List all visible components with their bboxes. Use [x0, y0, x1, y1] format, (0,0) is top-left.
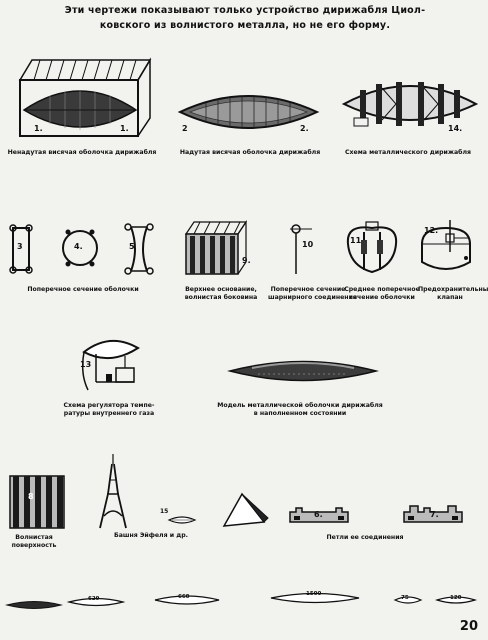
figure-12-caption-line-2: клапан	[437, 293, 463, 301]
figure-14-drawing	[341, 82, 479, 127]
figure-15-label: 15	[160, 508, 169, 515]
eiffel-caption: Башня Эйфеля и др.	[113, 532, 188, 539]
figure-8-caption-line-2: поверхность	[11, 541, 57, 549]
model-caption: Модель металлической оболочки дирижабля …	[200, 402, 400, 417]
figure-15-drawing	[167, 516, 197, 524]
figure-8-caption: Волнистая поверхность	[4, 534, 64, 549]
figure-11-caption-line-1: Среднее поперечное	[344, 286, 420, 293]
figure-11-label: 11	[350, 236, 362, 245]
figure-12-caption: Предохранительный клапан	[418, 286, 488, 301]
figure-13-caption-line-1: Схема регулятора темпе-	[63, 402, 155, 409]
shape-2-drawing	[66, 597, 126, 607]
figure-7-label: 7.	[430, 510, 439, 519]
figure-3-label: 3	[17, 242, 23, 251]
figure-1-caption: Ненадутая висячая оболочка дирижабля	[7, 149, 157, 156]
figure-2-label-a: 2	[182, 124, 188, 133]
figure-10-caption-line-2: шарнирного соединения	[268, 293, 357, 301]
cross-section-caption: Поперечное сечение оболочки	[27, 286, 139, 293]
figure-9-drawing	[184, 220, 248, 275]
figure-14-label: 14.	[448, 124, 463, 133]
figure-1-label-a: 1.	[34, 124, 43, 133]
figure-10-caption-line-1: Поперечное сечение	[270, 286, 346, 293]
shape-3-drawing	[154, 595, 220, 605]
figure-11-caption-line-2: сечение оболочки	[349, 293, 415, 301]
figure-9-caption-line-1: Верхнее основание,	[185, 286, 257, 293]
figure-13-caption: Схема регулятора темпе- ратуры внутренне…	[56, 402, 162, 417]
triangle-prism-drawing	[222, 492, 269, 527]
shape-6-drawing	[435, 596, 477, 604]
eiffel-tower-drawing	[99, 454, 127, 529]
model-envelope-drawing	[227, 360, 379, 382]
figure-13-drawing	[81, 340, 140, 391]
model-caption-line-1: Модель металлической оболочки дирижабля	[217, 402, 383, 409]
title-line-2: ковского из волнистого металла, но не ег…	[99, 20, 391, 31]
figure-8-caption-line-1: Волнистая	[15, 534, 53, 541]
figure-12-drawing	[421, 220, 471, 270]
figure-1-label-b: 1.	[120, 124, 129, 133]
figure-6-drawing	[289, 507, 349, 523]
figure-13-caption-line-2: ратуры внутреннего газа	[63, 409, 155, 417]
shape-5-drawing	[393, 596, 423, 604]
figure-5-label: 5	[129, 242, 135, 251]
figure-9-caption-line-2: волнистая боковина	[184, 293, 258, 301]
figure-12-label: 12.	[424, 226, 439, 235]
figure-1-drawing	[18, 57, 152, 137]
shape-4-drawing	[270, 592, 360, 604]
figure-14-caption: Схема металлического дирижабля	[345, 149, 471, 156]
shape-3-label: 660	[178, 594, 190, 600]
figure-4-drawing	[62, 229, 98, 267]
figure-9-caption: Верхнее основание, волнистая боковина	[176, 286, 266, 301]
shape-6-label: 120	[450, 595, 462, 601]
model-caption-line-2: в наполненном состоянии	[253, 409, 347, 417]
figure-13-label: 13	[80, 360, 92, 369]
figure-10-caption: Поперечное сечение шарнирного соединения	[268, 286, 357, 301]
figure-10-label: 10	[302, 240, 314, 249]
shape-2-label: 629	[88, 596, 100, 602]
figure-6-label: 6.	[314, 510, 323, 519]
shape-4-label: 1500	[306, 591, 322, 597]
page-title: Эти чертежи показывают только устройство…	[60, 3, 430, 33]
figure-12-caption-line-1: Предохранительный	[418, 286, 488, 293]
figure-8-drawing	[9, 475, 65, 529]
shape-5-label: 75	[401, 595, 409, 601]
figure-3-drawing	[9, 224, 33, 274]
figure-2-caption: Надутая висячая оболочка дирижабля	[179, 149, 321, 156]
figure-7-drawing	[403, 505, 463, 523]
title-line-1: Эти чертежи показывают только устройство…	[64, 5, 426, 16]
figure-11-drawing	[346, 221, 398, 274]
figure-11-caption: Среднее поперечное сечение оболочки	[342, 286, 422, 301]
page-number: 20	[459, 619, 478, 634]
figure-8-label: 8	[28, 492, 34, 501]
loops-caption: Петли ее соединения	[326, 534, 404, 541]
figure-2-drawing	[177, 95, 320, 129]
figure-9-label: 9.	[242, 256, 251, 265]
shape-1-drawing	[5, 601, 63, 609]
figure-10-drawing	[290, 224, 312, 274]
figure-5-drawing	[124, 223, 154, 275]
figure-2-label-b: 2.	[300, 124, 309, 133]
figure-4-label: 4.	[74, 242, 83, 251]
